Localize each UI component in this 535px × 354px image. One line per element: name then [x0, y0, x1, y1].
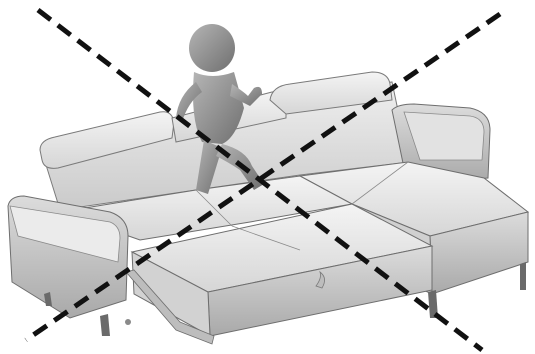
- sofa-left-armrest: [8, 196, 128, 336]
